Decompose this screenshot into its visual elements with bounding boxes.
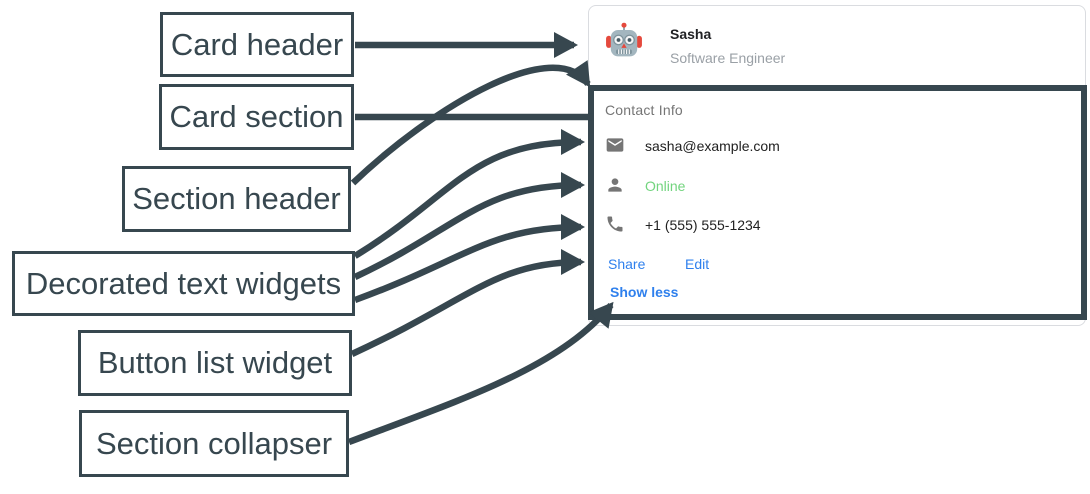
edit-button[interactable]: Edit (685, 256, 710, 272)
label-card-header: Card header (160, 12, 354, 77)
arrow-section-header (350, 60, 591, 186)
card-section-outline (588, 85, 1087, 320)
arrow-button-list (350, 249, 585, 357)
label-button-list-widget: Button list widget (78, 330, 352, 396)
profile-name: Sasha (670, 26, 712, 42)
label-card-section: Card section (159, 84, 354, 150)
section-header-label: Contact Info (605, 102, 683, 118)
robot-avatar-icon (605, 21, 643, 59)
email-icon (605, 135, 625, 155)
email-text: sasha@example.com (645, 138, 780, 154)
label-section-header: Section header (122, 166, 351, 232)
arrow-decorated-email (353, 129, 585, 259)
label-section-collapser: Section collapser (79, 410, 349, 477)
phone-icon (605, 214, 625, 234)
profile-subtitle: Software Engineer (670, 50, 786, 66)
phone-text: +1 (555) 555-1234 (645, 217, 761, 233)
arrow-section-collapser (347, 301, 614, 446)
label-decorated-text-widgets: Decorated text widgets (12, 251, 355, 316)
section-collapser-button[interactable]: Show less (610, 284, 679, 300)
profile-card (588, 5, 1086, 326)
person-icon (605, 175, 625, 195)
arrow-decorated-online (353, 172, 585, 280)
share-button[interactable]: Share (608, 256, 646, 272)
arrow-decorated-phone (353, 214, 585, 304)
status-text: Online (645, 178, 686, 194)
